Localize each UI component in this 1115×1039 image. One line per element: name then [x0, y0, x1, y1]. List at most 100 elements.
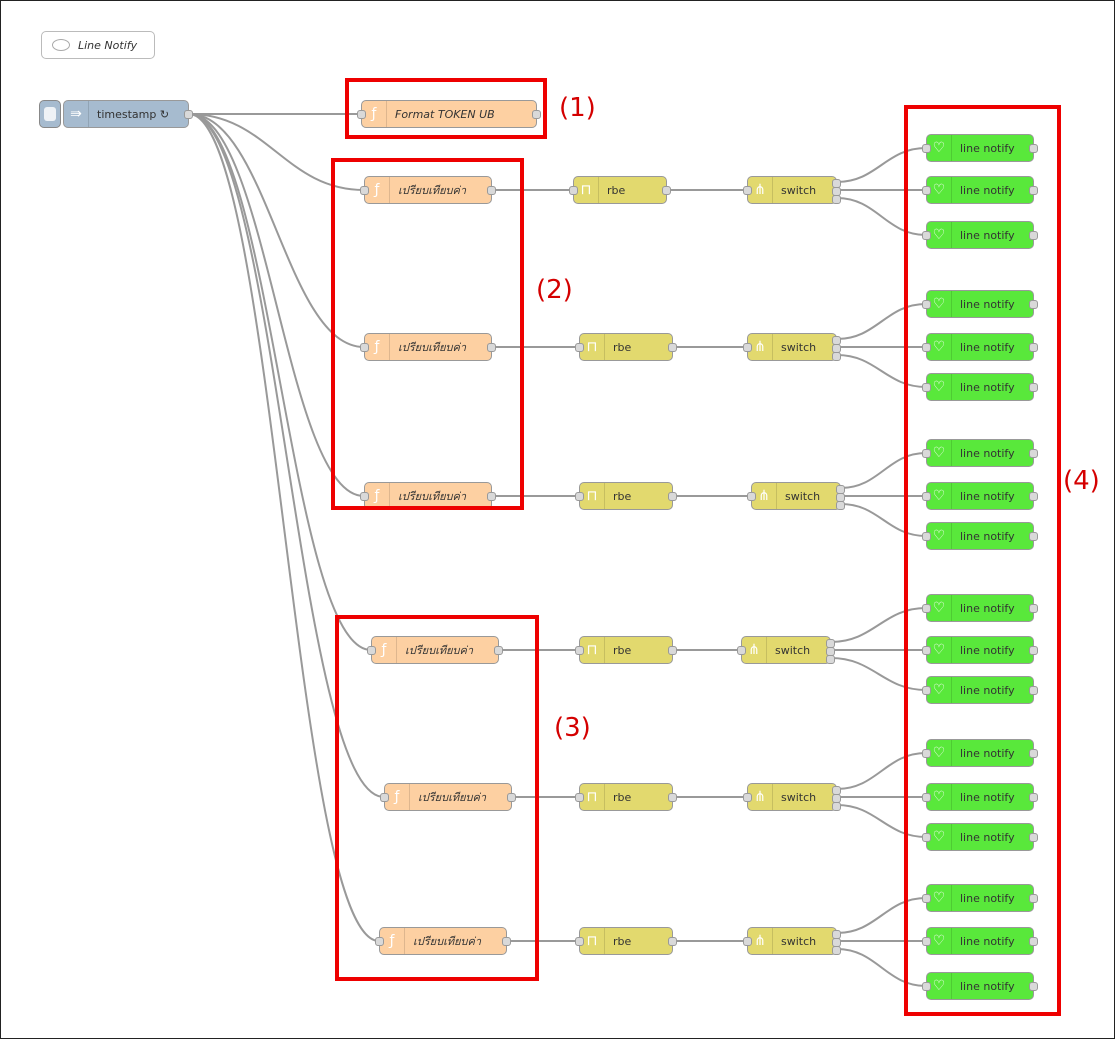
- output-port[interactable]: [184, 110, 193, 119]
- output-port[interactable]: [1029, 894, 1038, 903]
- line-notify-node[interactable]: ♡line notify: [922, 823, 1038, 851]
- rbe-node[interactable]: ⊓rbe: [575, 636, 677, 664]
- line-notify-node[interactable]: ♡line notify: [922, 884, 1038, 912]
- input-port[interactable]: [360, 186, 369, 195]
- input-port[interactable]: [922, 449, 931, 458]
- line-notify-node[interactable]: ♡line notify: [922, 221, 1038, 249]
- input-port[interactable]: [575, 343, 584, 352]
- line-notify-node[interactable]: ♡line notify: [922, 594, 1038, 622]
- input-port[interactable]: [357, 110, 366, 119]
- output-port[interactable]: [832, 802, 841, 811]
- input-port[interactable]: [922, 532, 931, 541]
- input-port[interactable]: [922, 343, 931, 352]
- output-port[interactable]: [1029, 231, 1038, 240]
- line-notify-node[interactable]: ♡line notify: [922, 134, 1038, 162]
- output-port[interactable]: [1029, 343, 1038, 352]
- input-port[interactable]: [922, 186, 931, 195]
- input-port[interactable]: [743, 186, 752, 195]
- output-port[interactable]: [1029, 186, 1038, 195]
- input-port[interactable]: [360, 343, 369, 352]
- input-port[interactable]: [747, 492, 756, 501]
- comment-node[interactable]: Line Notify: [41, 31, 155, 59]
- output-port[interactable]: [826, 655, 835, 664]
- output-port[interactable]: [668, 646, 677, 655]
- line-notify-node[interactable]: ♡line notify: [922, 636, 1038, 664]
- input-port[interactable]: [743, 343, 752, 352]
- line-notify-node[interactable]: ♡line notify: [922, 176, 1038, 204]
- input-port[interactable]: [922, 793, 931, 802]
- output-port[interactable]: [1029, 749, 1038, 758]
- format-token-node[interactable]: ƒ Format TOKEN UB: [357, 100, 541, 128]
- output-port[interactable]: [532, 110, 541, 119]
- inject-button[interactable]: [39, 100, 61, 128]
- line-notify-node[interactable]: ♡line notify: [922, 482, 1038, 510]
- output-port[interactable]: [1029, 383, 1038, 392]
- output-port[interactable]: [507, 793, 516, 802]
- output-port[interactable]: [1029, 449, 1038, 458]
- input-port[interactable]: [380, 793, 389, 802]
- line-notify-node[interactable]: ♡line notify: [922, 927, 1038, 955]
- line-notify-node[interactable]: ♡line notify: [922, 972, 1038, 1000]
- output-port[interactable]: [487, 186, 496, 195]
- line-notify-node[interactable]: ♡line notify: [922, 522, 1038, 550]
- output-port[interactable]: [1029, 300, 1038, 309]
- output-port[interactable]: [1029, 144, 1038, 153]
- output-port[interactable]: [668, 492, 677, 501]
- output-port[interactable]: [487, 492, 496, 501]
- line-notify-node[interactable]: ♡line notify: [922, 333, 1038, 361]
- input-port[interactable]: [922, 686, 931, 695]
- output-port[interactable]: [1029, 532, 1038, 541]
- output-port[interactable]: [1029, 646, 1038, 655]
- input-port[interactable]: [737, 646, 746, 655]
- rbe-node[interactable]: ⊓rbe: [575, 927, 677, 955]
- input-port[interactable]: [922, 833, 931, 842]
- output-port[interactable]: [668, 343, 677, 352]
- switch-node[interactable]: ⋔switch: [743, 927, 841, 955]
- output-port[interactable]: [487, 343, 496, 352]
- output-port[interactable]: [1029, 604, 1038, 613]
- input-port[interactable]: [922, 749, 931, 758]
- line-notify-node[interactable]: ♡line notify: [922, 290, 1038, 318]
- input-port[interactable]: [569, 186, 578, 195]
- input-port[interactable]: [360, 492, 369, 501]
- output-port[interactable]: [1029, 492, 1038, 501]
- input-port[interactable]: [575, 646, 584, 655]
- input-port[interactable]: [922, 144, 931, 153]
- output-port[interactable]: [1029, 793, 1038, 802]
- switch-node[interactable]: ⋔switch: [747, 482, 845, 510]
- switch-node[interactable]: ⋔switch: [737, 636, 835, 664]
- output-port[interactable]: [832, 946, 841, 955]
- output-port[interactable]: [494, 646, 503, 655]
- switch-node[interactable]: ⋔switch: [743, 333, 841, 361]
- line-notify-node[interactable]: ♡line notify: [922, 373, 1038, 401]
- input-port[interactable]: [922, 894, 931, 903]
- input-port[interactable]: [922, 982, 931, 991]
- output-port[interactable]: [668, 937, 677, 946]
- input-port[interactable]: [575, 793, 584, 802]
- rbe-node[interactable]: ⊓rbe: [569, 176, 671, 204]
- switch-node[interactable]: ⋔switch: [743, 176, 841, 204]
- line-notify-node[interactable]: ♡line notify: [922, 676, 1038, 704]
- input-port[interactable]: [367, 646, 376, 655]
- line-notify-node[interactable]: ♡line notify: [922, 783, 1038, 811]
- input-port[interactable]: [922, 604, 931, 613]
- input-port[interactable]: [922, 937, 931, 946]
- output-port[interactable]: [1029, 833, 1038, 842]
- inject-node[interactable]: ⇛ timestamp ↻: [63, 100, 193, 128]
- line-notify-node[interactable]: ♡line notify: [922, 439, 1038, 467]
- input-port[interactable]: [922, 492, 931, 501]
- input-port[interactable]: [375, 937, 384, 946]
- rbe-node[interactable]: ⊓rbe: [575, 333, 677, 361]
- input-port[interactable]: [743, 793, 752, 802]
- output-port[interactable]: [1029, 937, 1038, 946]
- line-notify-node[interactable]: ♡line notify: [922, 739, 1038, 767]
- output-port[interactable]: [832, 352, 841, 361]
- output-port[interactable]: [832, 195, 841, 204]
- output-port[interactable]: [502, 937, 511, 946]
